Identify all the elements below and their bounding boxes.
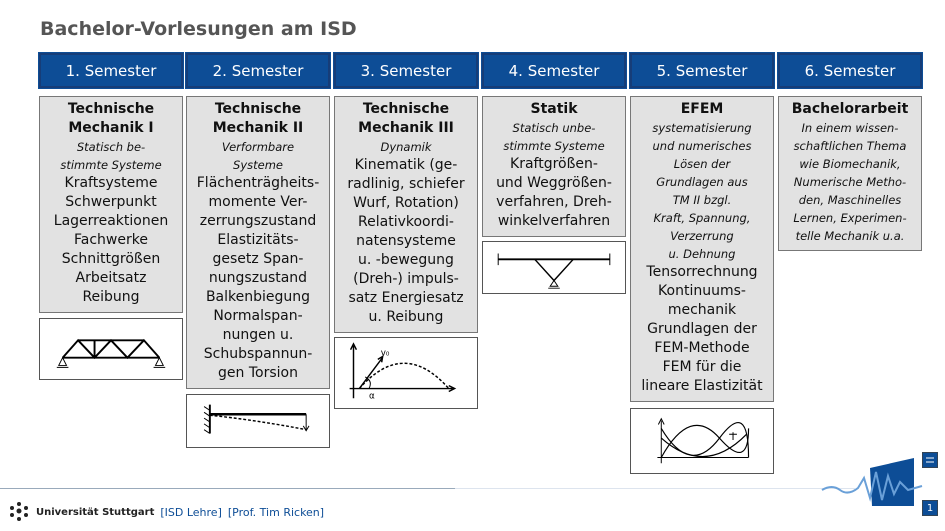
course-normal-line: lineare Elastizität (641, 378, 763, 394)
course-italic-line: Statisch unbe- (512, 121, 596, 135)
course-normal-line: Elastizitäts- (217, 232, 299, 248)
course-normal-line: Grundlagen der (647, 321, 757, 337)
throw-sketch: v₀ α (334, 337, 478, 409)
footer-divider (0, 488, 455, 489)
course-normal-line: nungszustand (208, 270, 308, 286)
course-italic-line: den, Maschinelles (798, 193, 902, 207)
course-normal-line: u. Reibung (368, 309, 444, 325)
course-normal-line: und Weggrößen- (496, 175, 612, 191)
course-normal-line: Schubspannun- (203, 346, 313, 362)
course-normal-line: satz Energiesatz (348, 290, 464, 306)
course-italic-line: Numerische Metho- (793, 175, 907, 189)
course-normal-line: Lagerreaktionen (53, 213, 169, 229)
semester-1-header[interactable]: 1. Semester (38, 52, 184, 89)
course-italic-line: stimmte Systeme (503, 139, 605, 153)
course-normal-line: Normalspan- (213, 308, 303, 324)
course-italic-line: stimmte Systeme (60, 158, 162, 172)
course-head-line: Mechanik II (212, 120, 304, 136)
course-italic-line: Verformbare (221, 140, 295, 154)
nav-frame-button[interactable] (922, 452, 938, 468)
course-italic-line: systematisierung (652, 121, 752, 135)
university-name: Universität Stuttgart (36, 507, 155, 518)
course-normal-line: (Dreh-) impuls- (353, 271, 459, 287)
course-head-line: Mechanik I (68, 120, 154, 136)
course-normal-line: Kontinuums- (658, 283, 746, 299)
angle-label: α (369, 391, 375, 401)
course-normal-line: Schnittgrößen (61, 251, 161, 267)
course-normal-line: Tensorrechnung (646, 264, 758, 280)
isd-lehre-link[interactable]: [ISD Lehre] (160, 506, 222, 519)
course-normal-line: Reibung (82, 289, 140, 305)
page-number: 1 (922, 500, 938, 516)
course-head-line: Statik (530, 101, 578, 117)
truss-sketch (39, 318, 183, 380)
page-title: Bachelor-Vorlesungen am ISD (40, 18, 357, 40)
course-italic-line: Kraft, Spannung, (653, 211, 751, 225)
course-normal-line: Wurf, Rotation) (353, 195, 459, 211)
course-italic-line: und numerisches (652, 139, 752, 153)
course-head-line: Mechanik III (358, 120, 454, 136)
course-normal-line: gen Torsion (218, 365, 298, 381)
semester-6-header[interactable]: 6. Semester (777, 52, 923, 89)
beam-sketch (186, 394, 330, 448)
course-normal-line: natensysteme (356, 233, 456, 249)
course-normal-line: zerrungszustand (199, 213, 317, 229)
course-italic-line: In einem wissen- (801, 121, 899, 135)
course-italic-line: TM II bzgl. (672, 193, 732, 207)
semester-4-header[interactable]: 4. Semester (481, 52, 627, 89)
course-normal-line: Relativkoordi- (358, 214, 454, 230)
course-italic-line: telle Mechanik u.a. (795, 229, 905, 243)
course-italic-line: Systeme (233, 158, 283, 172)
course-normal-line: nungen u. (222, 327, 294, 343)
course-normal-line: FEM für die (662, 359, 742, 375)
course-normal-line: Kraftsysteme (64, 175, 158, 191)
course-italic-line: Dynamik (380, 140, 432, 154)
footer-divider-light (455, 488, 855, 489)
course-normal-line: Schwerpunkt (65, 194, 157, 210)
footer: Universität Stuttgart [ISD Lehre] [Prof.… (8, 500, 324, 525)
course-normal-line: winkelverfahren (497, 213, 611, 229)
semester-2-header[interactable]: 2. Semester (185, 52, 331, 89)
course-italic-line: wie Biomechanik, (799, 157, 901, 171)
course-italic-line: Statisch be- (76, 140, 146, 154)
course-normal-line: verfahren, Dreh- (496, 194, 612, 210)
course-italic-line: Grundlagen aus (656, 175, 748, 189)
course-head-line: Technische (214, 101, 302, 117)
course-normal-line: Fachwerke (74, 232, 148, 248)
course-head-line: EFEM (680, 101, 724, 117)
velocity-label: v₀ (381, 349, 390, 359)
course-italic-line: u. Dehnung (668, 247, 736, 261)
course-normal-line: u. -bewegung (358, 252, 454, 268)
course-normal-line: FEM-Methode (654, 340, 750, 356)
course-normal-line: Balkenbiegung (205, 289, 311, 305)
course-italic-line: Lösen der (673, 157, 731, 171)
course-italic-line: Lernen, Experimen- (793, 211, 907, 225)
course-italic-line: Verzerrung (670, 229, 734, 243)
course-normal-line: Kraftgrößen- (510, 156, 598, 172)
course-normal-line: gesetz Span- (212, 251, 304, 267)
course-head-line: Technische (362, 101, 450, 117)
course-italic-line: schaftlichen Thema (793, 139, 907, 153)
course-normal-line: Flächenträgheits- (196, 175, 320, 191)
fem-sketch (630, 408, 774, 474)
university-logo-icon (8, 500, 30, 525)
course-normal-line: momente Ver- (208, 194, 308, 210)
course-normal-line: mechanik (667, 302, 737, 318)
course-normal-line: Kinematik (ge- (354, 157, 458, 173)
frame-sketch (482, 241, 626, 294)
semester-5-header[interactable]: 5. Semester (629, 52, 775, 89)
course-head-line: Technische (67, 101, 155, 117)
semester-3-header[interactable]: 3. Semester (333, 52, 479, 89)
course-box-bachelorarbeit: Bachelorarbeit In einem wissen-schaftlich… (778, 96, 922, 251)
isd-logo-icon (818, 454, 926, 512)
course-normal-line: Arbeitsatz (75, 270, 147, 286)
course-normal-line: radlinig, schiefer (347, 176, 465, 192)
prof-link[interactable]: [Prof. Tim Ricken] (227, 506, 325, 519)
course-head-line: Bachelorarbeit (791, 101, 909, 117)
